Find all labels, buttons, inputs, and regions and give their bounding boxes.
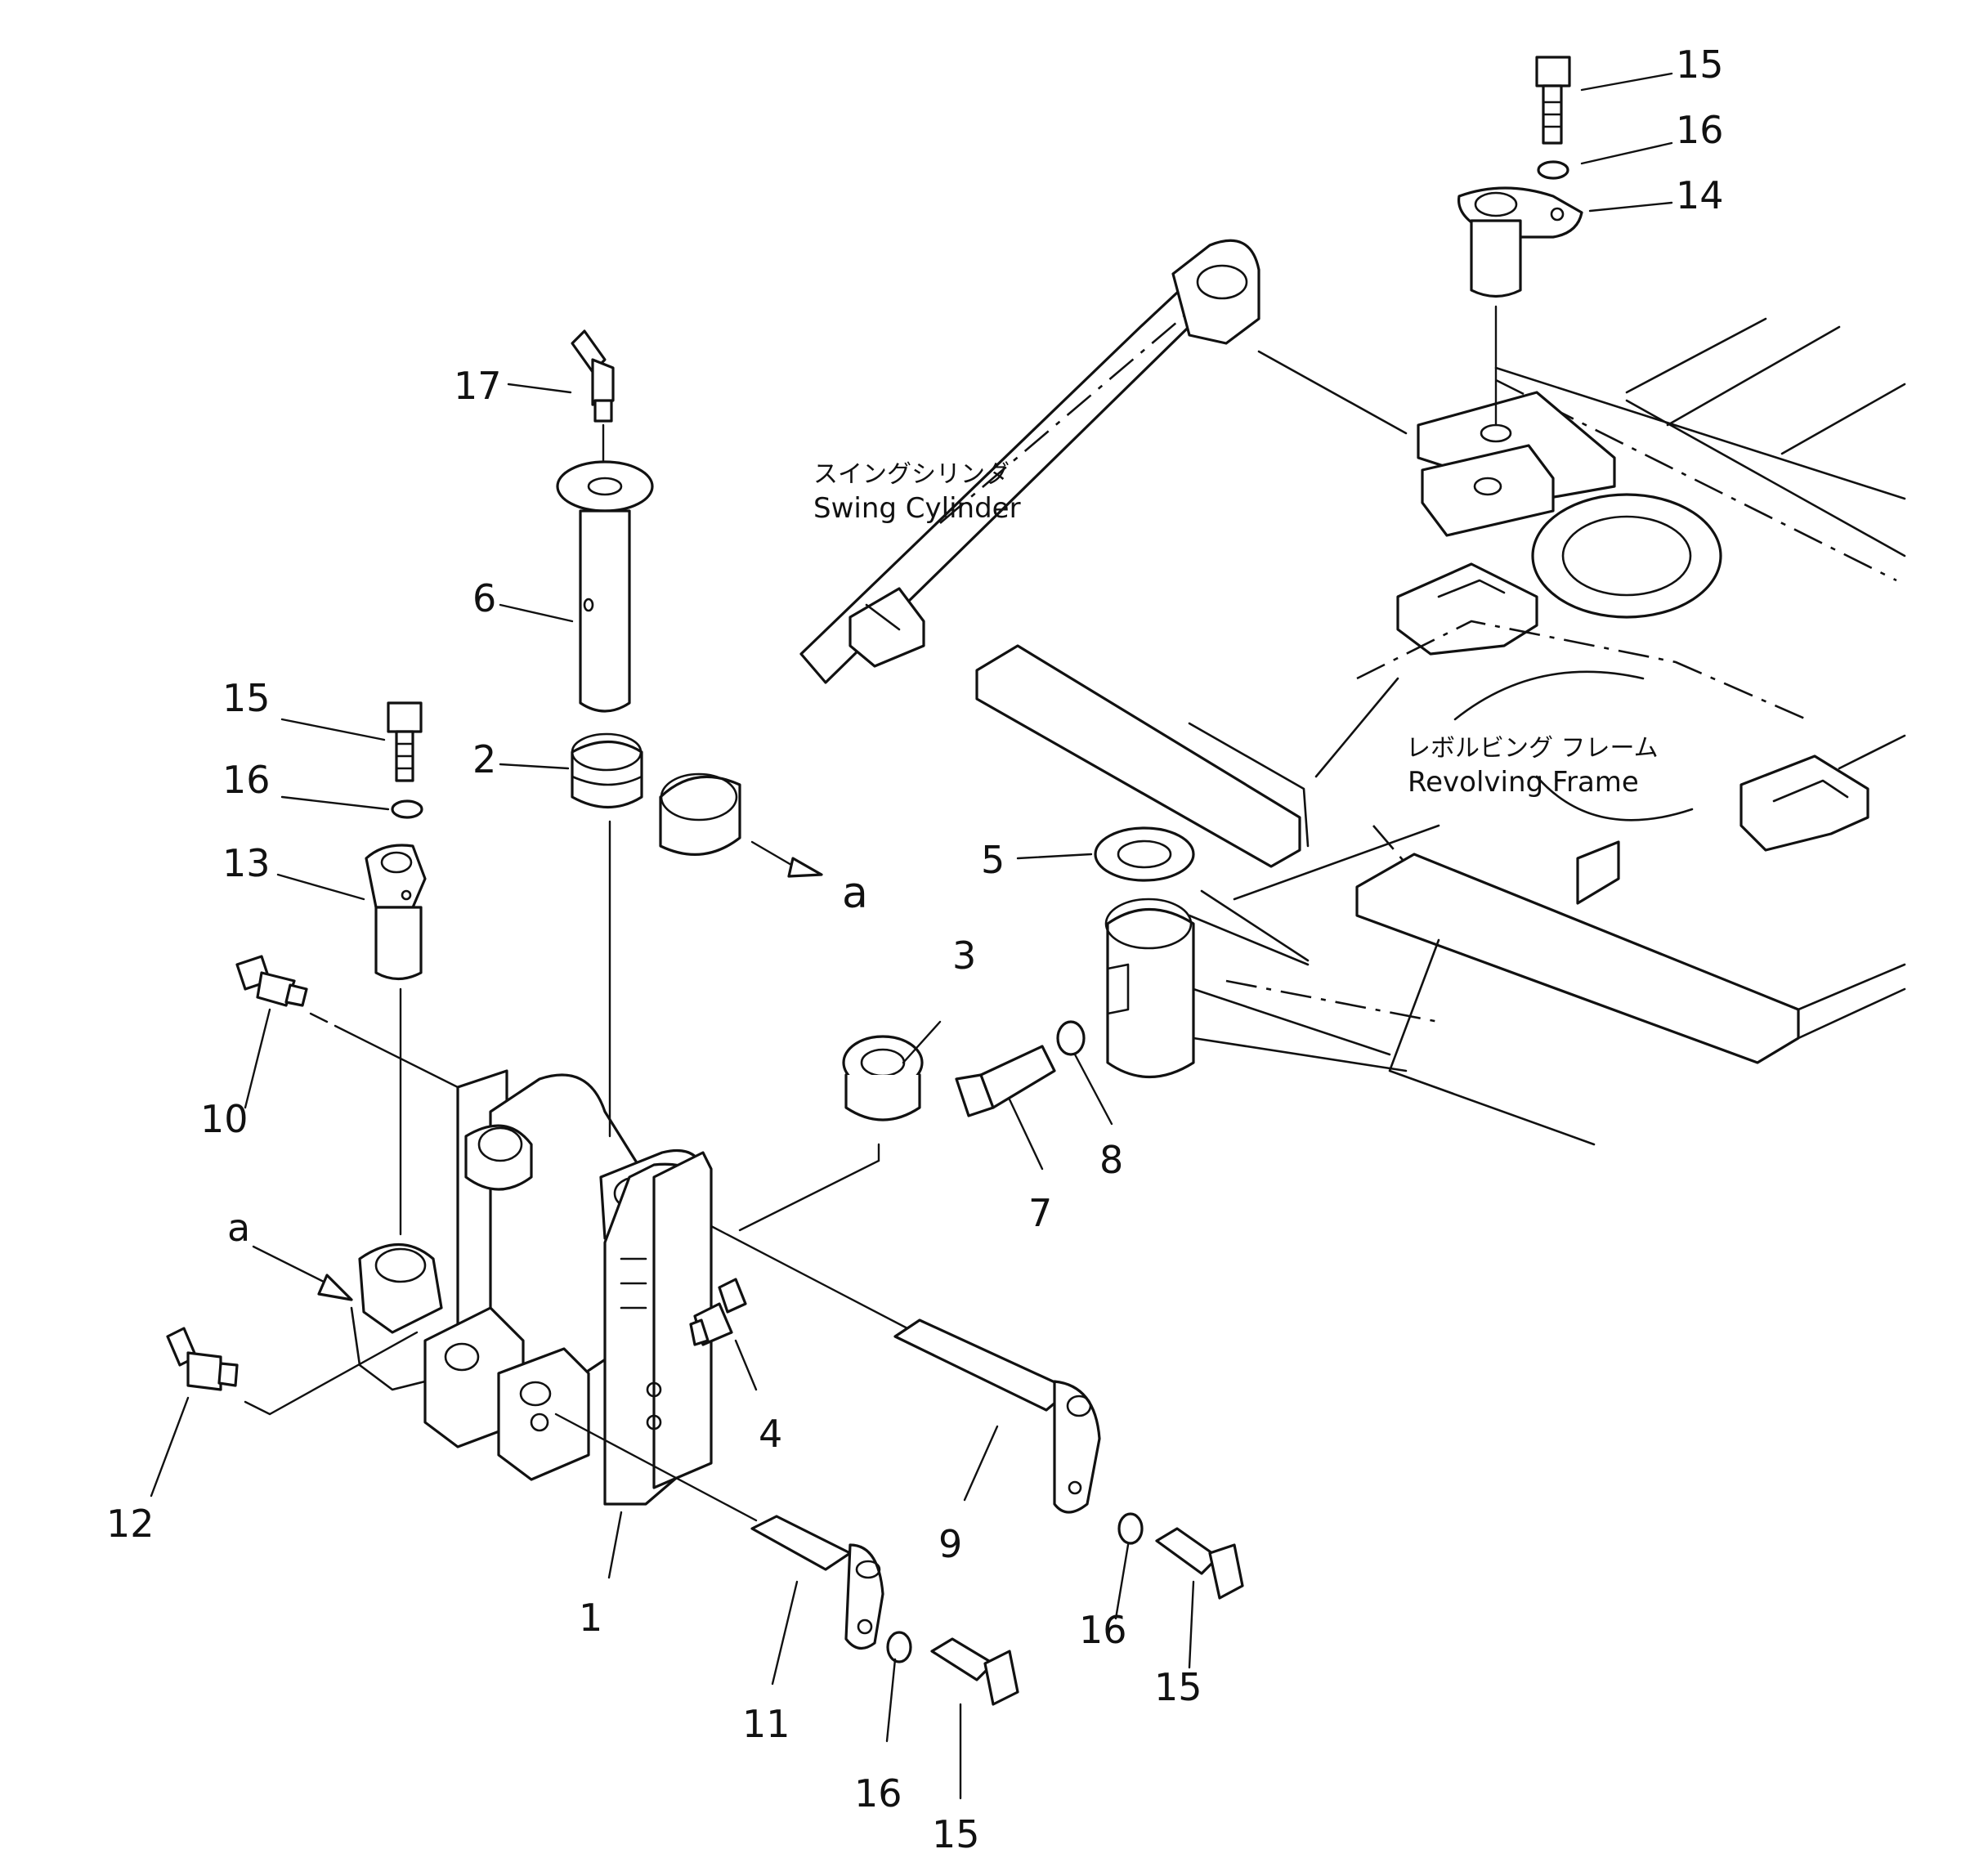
bolt-15-right: [1155, 1527, 1244, 1600]
washer-16-right: [1117, 1512, 1144, 1545]
washer-5: [1094, 826, 1195, 882]
pin-11: [750, 1515, 884, 1650]
bolt-15-left: [387, 701, 423, 782]
washer-16-top: [1537, 160, 1569, 180]
pin-13: [365, 844, 427, 981]
grease-fitting-10: [235, 955, 308, 1007]
bolt-15-bottom: [930, 1637, 1019, 1706]
pin-14: [1457, 186, 1583, 298]
callout-15-left: 15: [222, 676, 271, 720]
leader-lines: [150, 72, 1673, 1800]
callout-a-top: a: [842, 869, 868, 918]
grease-fitting-12: [166, 1327, 239, 1391]
frame-boss: [1104, 898, 1408, 1078]
swing-cylinder: [659, 239, 1260, 856]
washer-8: [1056, 1020, 1086, 1056]
bolt-7: [955, 1045, 1056, 1117]
swing-cylinder-label-en: Swing Cylinder: [813, 492, 1021, 525]
callout-8: 8: [1099, 1138, 1123, 1182]
revolving-frame-label-jp: レボルビング フレーム: [1406, 734, 1659, 763]
callout-1: 1: [579, 1596, 602, 1640]
callout-12: 12: [106, 1502, 154, 1546]
pin-6: [556, 460, 654, 713]
washer-16-bottom: [886, 1631, 912, 1663]
bolt-15-top: [1535, 56, 1571, 145]
callout-labels: 17 6 2 15 16 13 10 a 12 1 11 16 15 4 3 9…: [106, 43, 1724, 1856]
callout-7: 7: [1028, 1191, 1052, 1235]
callout-16-top: 16: [1676, 108, 1724, 152]
revolving-frame-label-en: Revolving Frame: [1408, 766, 1639, 799]
washer-16-left: [391, 799, 423, 819]
callout-2: 2: [472, 737, 496, 781]
callout-16-bottom: 16: [854, 1771, 902, 1815]
callout-15-bottom: 15: [932, 1812, 980, 1856]
swing-cylinder-label-jp: スイングシリンダ: [813, 460, 1010, 489]
callout-4: 4: [759, 1412, 782, 1456]
callout-17: 17: [454, 364, 502, 408]
callout-10: 10: [200, 1097, 248, 1141]
callout-14: 14: [1676, 173, 1724, 217]
grease-fitting-17: [571, 329, 615, 423]
grease-fitting-4: [689, 1278, 747, 1346]
callout-a-left: a: [227, 1206, 250, 1250]
bushing-2: [571, 732, 643, 809]
swing-bracket: [350, 1069, 713, 1506]
callout-5: 5: [981, 838, 1005, 882]
callout-9: 9: [938, 1522, 962, 1566]
bushing-3: [842, 1035, 924, 1122]
revolving-frame: [975, 317, 1906, 1146]
callout-6: 6: [472, 576, 496, 620]
callout-16-left: 16: [222, 758, 271, 802]
callout-15-right: 15: [1154, 1665, 1202, 1709]
callout-11: 11: [742, 1702, 790, 1746]
pin-9: [893, 1319, 1101, 1514]
callout-13: 13: [222, 841, 271, 885]
callout-16-right: 16: [1079, 1608, 1127, 1652]
callout-3: 3: [952, 933, 976, 978]
callout-15-top: 15: [1676, 43, 1724, 87]
